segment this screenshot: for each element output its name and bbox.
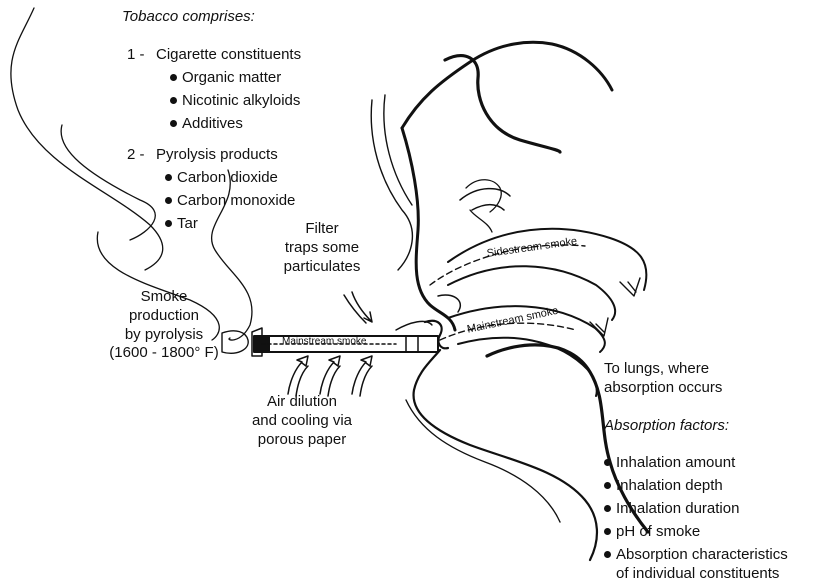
filter-arrow [344, 292, 372, 323]
bullet-icon [170, 74, 177, 81]
absorption-item: Absorption characteristics [604, 546, 788, 565]
lungs-label: To lungs, where absorption occurs [604, 360, 722, 398]
tobacco-title: Tobacco comprises: [122, 8, 255, 27]
absorption-item: Inhalation duration [604, 500, 739, 519]
absorption-item-continuation: of individual constituents [616, 565, 779, 584]
group1-heading: Cigarette constituents [156, 46, 301, 65]
group1-item: Organic matter [170, 69, 281, 88]
bullet-icon [604, 482, 611, 489]
bullet-icon [165, 197, 172, 204]
group2-item: Tar [165, 215, 198, 234]
bullet-icon [604, 505, 611, 512]
arrow-head-sidestream [620, 278, 640, 296]
air-arrows [288, 356, 372, 396]
bullet-icon [604, 551, 611, 558]
chin-lower-outline [406, 400, 560, 522]
absorption-item: Inhalation depth [604, 477, 723, 496]
nostril-line [438, 295, 460, 312]
group2-item: Carbon dioxide [165, 169, 278, 188]
absorption-item: pH of smoke [604, 523, 700, 542]
bullet-icon [604, 459, 611, 466]
upper-lip [425, 321, 448, 348]
air-dilution-label: Air dilution and cooling via porous pape… [238, 393, 366, 449]
smoke-ribbon-mid [61, 125, 155, 240]
bullet-icon [165, 174, 172, 181]
bullet-icon [165, 220, 172, 227]
bullet-icon [170, 120, 177, 127]
group1-item: Additives [170, 115, 243, 134]
smoke-production-label: Smoke production by pyrolysis (1600 - 18… [100, 288, 228, 363]
filter-label: Filter traps some particulates [262, 220, 382, 276]
lower-lip-chin [414, 350, 597, 560]
mainstream-cigarette-label: Mainstream smoke [282, 336, 366, 349]
group2-number: 2 - [127, 146, 145, 165]
eye-lid [460, 189, 510, 210]
bullet-icon [170, 97, 177, 104]
group1-item: Nicotinic alkyloids [170, 92, 300, 111]
forehead-outline [402, 42, 612, 128]
group2-item: Carbon monoxide [165, 192, 295, 211]
group1-number: 1 - [127, 46, 145, 65]
absorption-item: Inhalation amount [604, 454, 735, 473]
nose-profile [402, 128, 455, 330]
absorption-title: Absorption factors: [604, 417, 729, 436]
group2-heading: Pyrolysis products [156, 146, 278, 165]
brow-line [445, 56, 560, 152]
bullet-icon [604, 528, 611, 535]
